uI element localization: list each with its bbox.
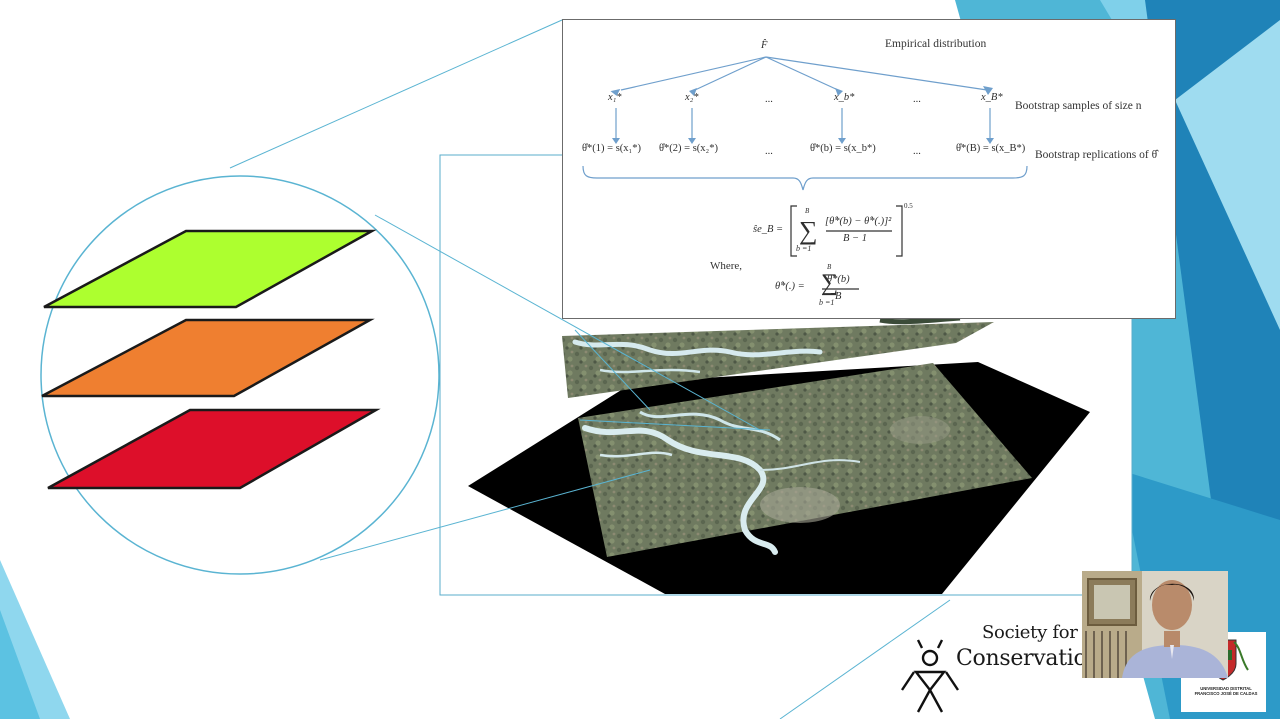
society-logo-figure xyxy=(901,639,959,713)
satellite-image-lower xyxy=(578,363,1032,557)
satellite-image-upper xyxy=(562,315,994,398)
se-denominator: B − 1 xyxy=(843,233,867,244)
replication-1: θ̂*(1) = s(x₁*) xyxy=(582,143,641,154)
replication-2: θ̂*(2) = s(x₂*) xyxy=(659,143,718,154)
sample-2: x₂* xyxy=(685,92,699,103)
mean-lhs: θ̂*(.) = xyxy=(775,281,805,292)
mean-sum-top: B xyxy=(827,263,832,271)
replication-b: θ̂*(b) = s(x_b*) xyxy=(810,143,876,154)
raster-layers-stack xyxy=(41,229,381,490)
bootstrap-replications-label: Bootstrap replications of θ̂ xyxy=(1035,149,1158,161)
society-logo-line2: Conservatio xyxy=(956,646,1087,671)
layer-red xyxy=(47,408,381,490)
zoom-connector-lines xyxy=(229,19,951,719)
where-label: Where, xyxy=(710,260,743,272)
replication-B: θ̂*(B) = s(x_B*) xyxy=(956,143,1026,154)
se-lhs: ŝe_B = xyxy=(753,224,784,235)
sample-ellipsis-2: ... xyxy=(913,94,921,105)
sample-b: x_b* xyxy=(834,92,855,103)
university-line2: FRANCISCO JOSÉ DE CALDAS xyxy=(1194,691,1258,696)
layer-orange xyxy=(41,318,375,398)
university-line1: UNIVERSIDAD DISTRITAL xyxy=(1200,686,1252,691)
f-hat-label: F̂ xyxy=(761,40,768,51)
se-numerator: [θ̂*(b) − θ̂*(.)]² xyxy=(825,216,892,227)
mean-sum-symbol: ∑ xyxy=(821,270,839,296)
se-exponent: 0.5 xyxy=(904,202,913,210)
replication-ellipsis-1: ... xyxy=(765,146,773,157)
presenter-webcam xyxy=(1082,571,1228,678)
sample-B: x_B* xyxy=(981,92,1003,103)
se-sum-top: B xyxy=(805,207,810,215)
formula-arrows xyxy=(582,56,1028,290)
sample-1: x₁* xyxy=(608,92,622,103)
bootstrap-samples-label: Bootstrap samples of size n xyxy=(1015,100,1142,112)
mean-denominator: B xyxy=(835,291,842,302)
replication-ellipsis-2: ... xyxy=(913,146,921,157)
empirical-distribution-label: Empirical distribution xyxy=(885,38,987,50)
se-sum-bottom: b =1 xyxy=(796,244,812,253)
sample-ellipsis-1: ... xyxy=(765,94,773,105)
se-sum-symbol: ∑ xyxy=(799,216,818,245)
presenter-video xyxy=(1082,571,1228,678)
layer-green xyxy=(43,229,377,309)
university-name: UNIVERSIDAD DISTRITAL FRANCISCO JOSÉ DE … xyxy=(1184,686,1268,696)
mean-numerator: θ̂*(b) xyxy=(827,274,850,285)
society-logo-line1: Society for xyxy=(982,622,1078,643)
bootstrap-formula-panel: F̂ Empirical distribution x₁* x₂* ... x_… xyxy=(562,19,1176,319)
mean-sum-bottom: b =1 xyxy=(819,298,835,307)
